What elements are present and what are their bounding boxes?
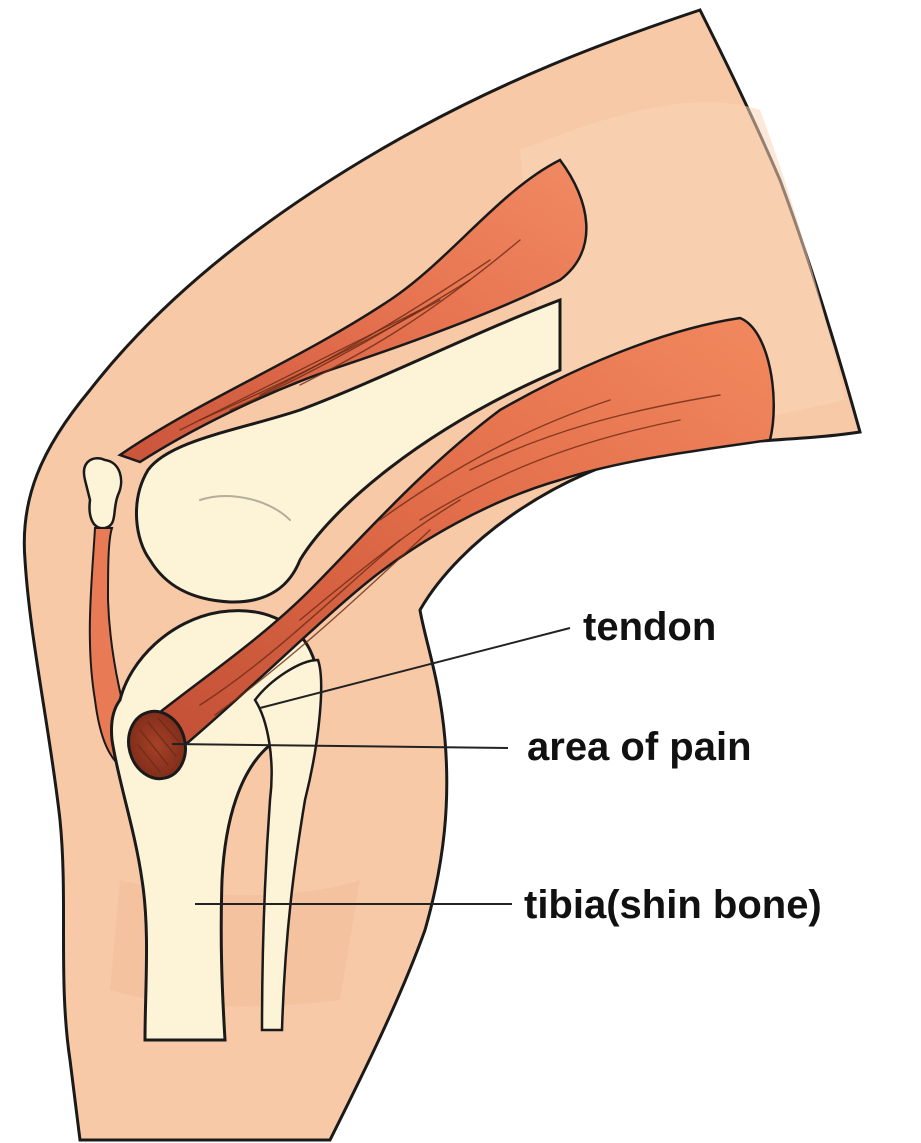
tibia-label: tibia(shin bone) [524, 883, 822, 927]
pain-label: area of pain [527, 725, 752, 769]
tendon-label: tendon [583, 605, 716, 649]
